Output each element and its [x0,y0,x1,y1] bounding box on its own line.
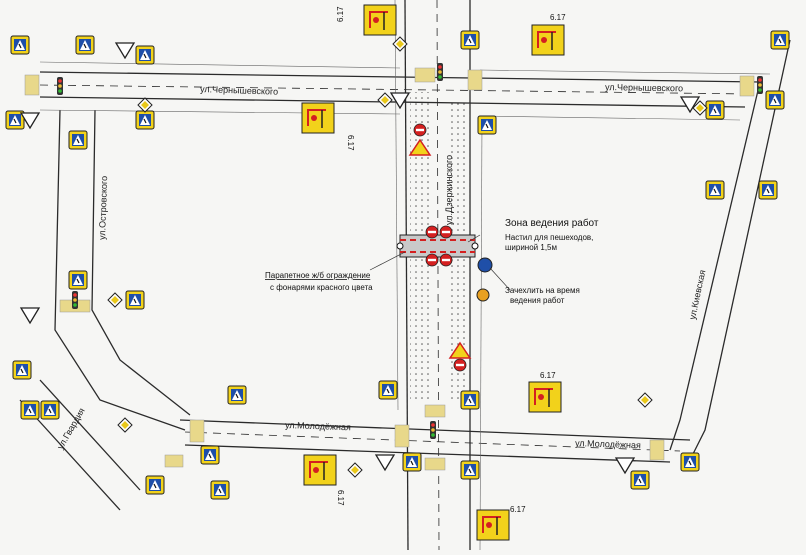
pedestrian-crossing-sign-icon [40,400,60,420]
fence-note-line1: Парапетное ж/б ограждение [265,271,371,280]
pedestrian-crossing-sign-icon [227,385,247,405]
pedestrian-crossing-sign-icon [20,400,40,420]
no-entry-sign-icon [413,123,427,137]
detour-code-label: 6.17 [336,490,345,506]
pedestrian-crossing-sign-icon [765,90,785,110]
work-zone-signs [408,123,493,372]
detour-scheme-sign-icon [476,509,510,541]
walkway-note-line2: шириной 1,5м [505,243,557,252]
no-entry-sign-icon [453,358,467,372]
pedestrian-crossing-sign-icon [200,445,220,465]
street-label-kievskaya: ул.Киевская [687,269,707,321]
pedestrian-crossing-sign-icon [680,452,700,472]
pedestrian-crossing-sign-icon [125,290,145,310]
traffic-light-icon [437,63,443,81]
pedestrian-crossing-sign-icon [12,360,32,380]
give-way-sign-icon [390,92,410,109]
pedestrian-crossing-sign-icon [10,35,30,55]
pedestrian-crossing-sign-icon [68,270,88,290]
pedestrian-crossing-sign-icon [135,45,155,65]
hatch-note-line1: Зачехлить на время [505,286,580,295]
pedestrian-crossing-sign-icon [145,475,165,495]
work-zone [396,234,479,258]
traffic-light-icon [57,77,63,95]
detour-code-label: 6.17 [336,6,345,22]
pedestrian-crossing-sign-icon [75,35,95,55]
priority-road-sign-icon [347,462,363,478]
pedestrian-crossing-sign-icon [460,460,480,480]
detour-scheme-sign-icon [528,381,562,413]
fence-note-line2: с фонарями красного цвета [270,283,373,292]
detour-code-label: 6.17 [540,371,556,380]
detour-code-label: 6.17 [346,135,355,151]
give-way-sign-icon [375,454,395,471]
priority-road-sign-icon [377,92,393,108]
street-label-chernyshevskogo-west: ул.Чернышевского [200,84,278,97]
walkway-note-line1: Настил для пешеходов, [505,233,593,242]
pedestrian-crossing-sign-icon [630,470,650,490]
pedestrian-crossing-sign-icon [460,30,480,50]
pedestrian-crossing-sign-icon [770,30,790,50]
pedestrian-crossing-sign-icon [210,480,230,500]
sidewalks [39,0,771,551]
pedestrian-crossing-sign-icon [402,452,422,472]
pedestrian-crossing-sign-icon [135,110,155,130]
no-entry-sign-icon [439,225,453,239]
detour-scheme-sign-icon [531,24,565,56]
give-way-sign-icon [615,457,635,474]
priority-road-sign-icon [107,292,123,308]
pedestrian-crossing-sign-icon [705,100,725,120]
road-works-sign-icon [408,138,432,156]
street-label-ostrovskogo: ул.Островского [97,176,109,240]
street-label-dzerzhinskogo: ул.Дзержинского [444,155,454,225]
give-way-sign-icon [115,42,135,59]
detour-scheme-sign-icon [363,4,397,36]
callout-lines [369,234,511,291]
bypass-sign-icon [476,288,490,302]
priority-road-sign-icon [117,417,133,433]
street-label-molodezhnaya-west: ул.Молодёжная [285,420,351,432]
detour-scheme-sign-icon [303,454,337,486]
pedestrian-crossing-sign-icon [68,130,88,150]
roads [19,0,791,551]
traffic-light-icon [430,421,436,439]
no-entry-sign-icon [425,253,439,267]
street-label-chernyshevskogo-east: ул.Чернышевского [605,82,683,93]
traffic-light-icon [757,76,763,94]
no-entry-sign-icon [425,225,439,239]
pedestrian-crossing-sign-icon [378,380,398,400]
pedestrian-crossing-sign-icon [705,180,725,200]
work-zone-title: Зона ведения работ [505,217,599,229]
detour-scheme-sign-icon [301,102,335,134]
pedestrian-crossing-sign-icon [758,180,778,200]
priority-road-sign-icon [137,97,153,113]
pedestrian-crossing-sign-icon [460,390,480,410]
detour-code-label: 6.17 [510,505,526,514]
bypass-sign-icon [477,257,493,273]
no-entry-sign-icon [439,253,453,267]
hatch-note-line2: ведения работ [510,296,565,305]
give-way-sign-icon [20,307,40,324]
pedestrian-crossing-sign-icon [477,115,497,135]
traffic-light-icon [72,291,78,309]
street-label-molodezhnaya-east: ул.Молодёжная [575,438,641,450]
street-label-gvardiya: ул.Гвардия [55,406,87,451]
detour-sign-codes: 6.17 6.17 6.17 6.17 6.17 6.17 [336,6,566,514]
road-works-sign-icon [448,341,472,359]
crosswalks [24,67,755,471]
detour-code-label: 6.17 [550,13,566,22]
priority-road-sign-icon [637,392,653,408]
